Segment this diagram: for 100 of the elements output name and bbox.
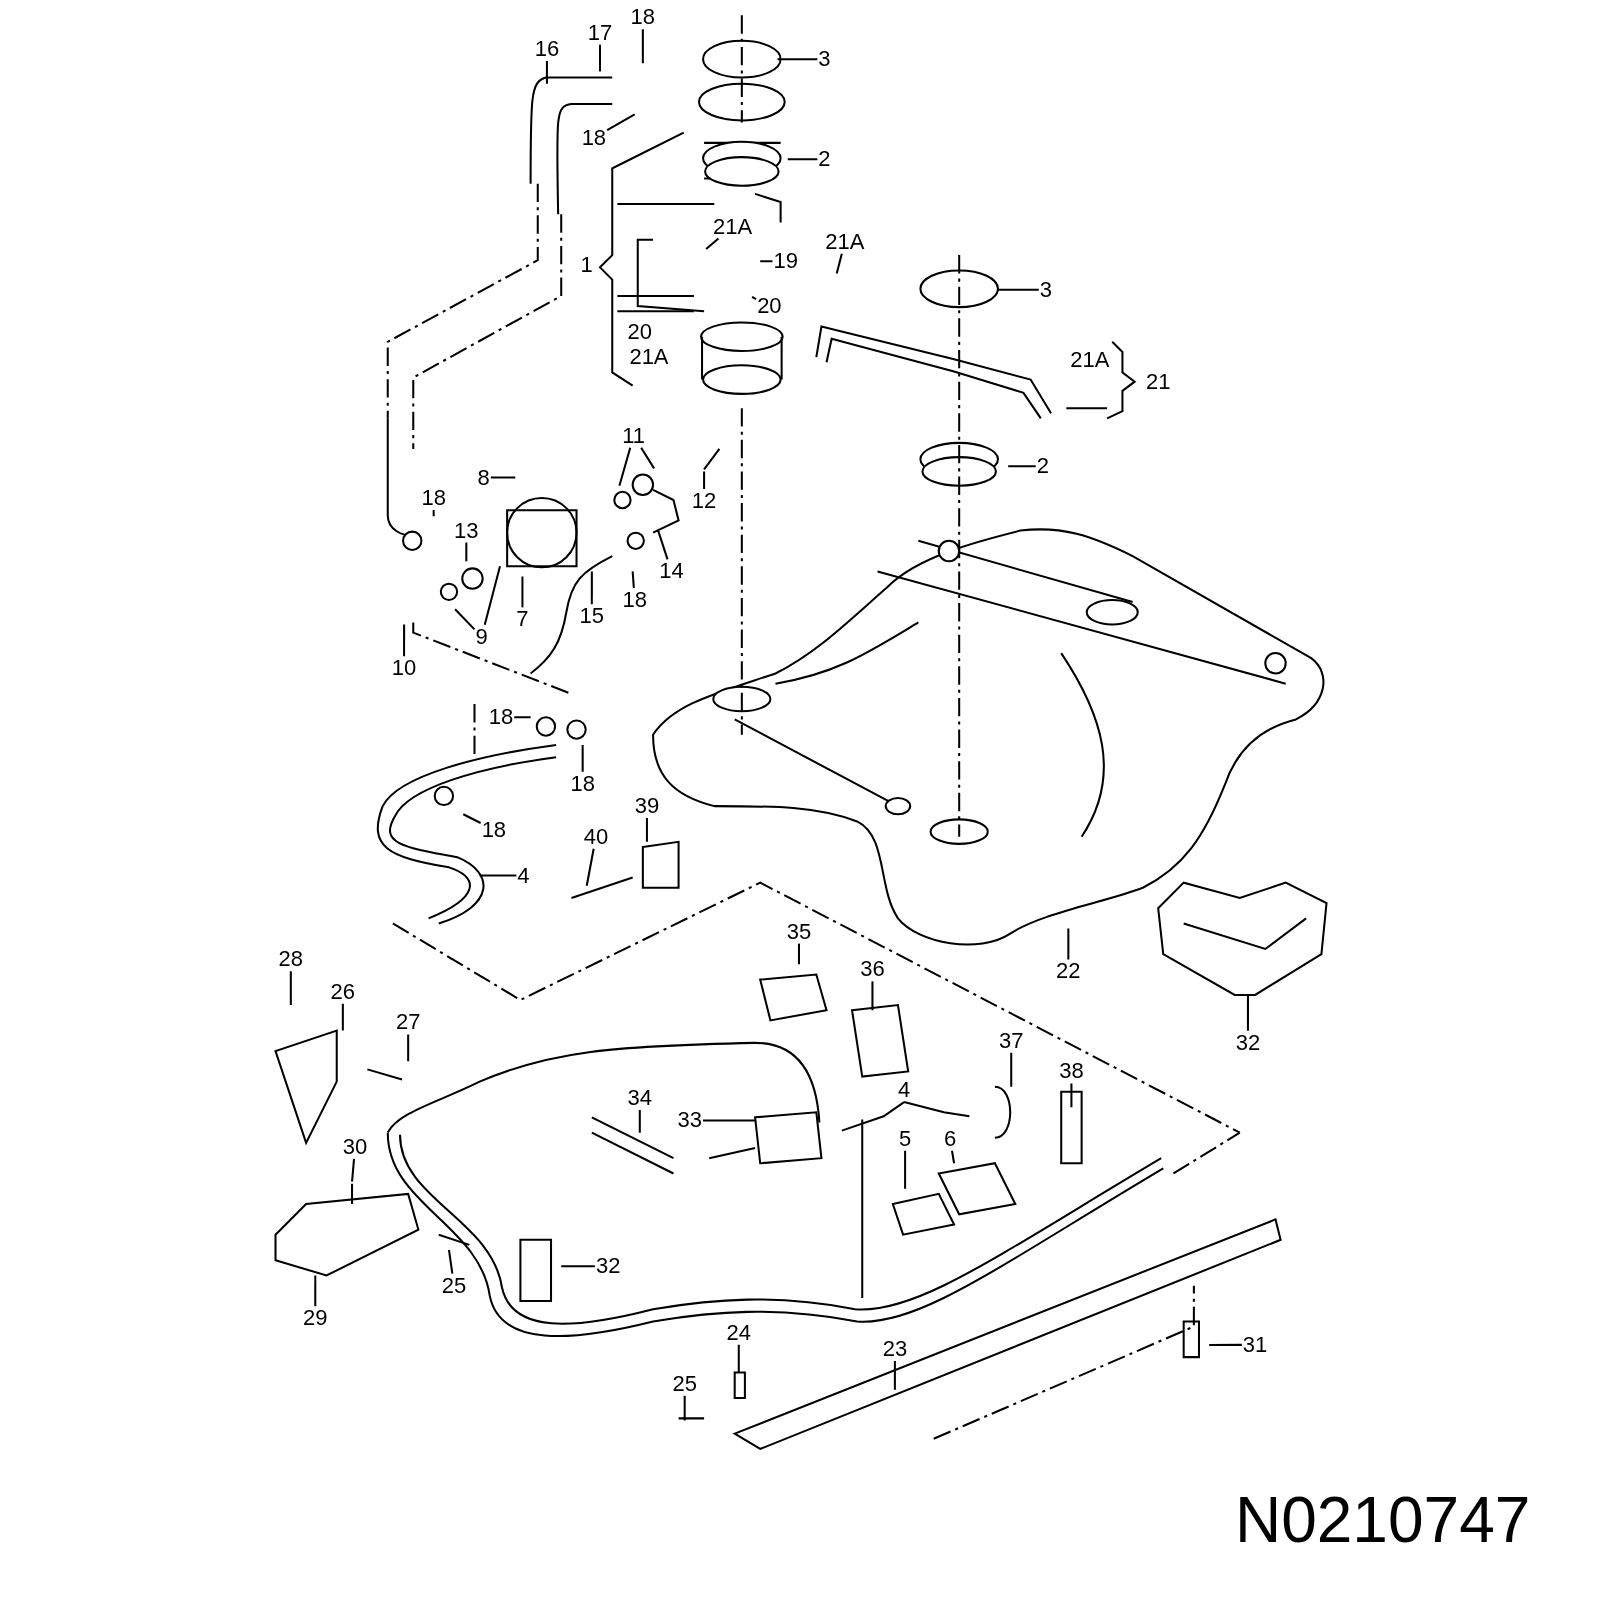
leader-line	[1010, 1052, 1013, 1087]
callout-number: 23	[881, 1336, 909, 1361]
callout-number: 29	[302, 1306, 329, 1331]
callout-number: 21A	[1069, 348, 1111, 373]
callout-number: 34	[626, 1085, 653, 1110]
leader-line	[490, 476, 516, 479]
callout-number: 16	[533, 36, 561, 61]
leader-line	[432, 509, 435, 517]
leader-line	[638, 1109, 641, 1133]
leader-line	[951, 1150, 956, 1164]
callout-number: 25	[671, 1371, 698, 1396]
leader-line	[777, 58, 818, 61]
leader-line	[705, 237, 720, 250]
leader-line	[640, 447, 655, 469]
callout-number: 28	[277, 947, 305, 972]
leader-line	[599, 44, 601, 72]
callout-number: 18	[621, 588, 648, 612]
callout-number: 37	[998, 1028, 1025, 1053]
leader-line	[289, 971, 292, 1006]
leader-line	[871, 981, 874, 1011]
leader-line	[454, 608, 476, 631]
leader-line	[1067, 928, 1070, 960]
callout-number: 40	[582, 824, 610, 849]
callout-number: 31	[1241, 1332, 1269, 1357]
callout-number: 33	[676, 1108, 703, 1133]
callout-number: 27	[394, 1010, 422, 1035]
callout-number: 20	[756, 294, 783, 319]
callout-number: 22	[1055, 959, 1082, 984]
leader-line	[618, 447, 632, 486]
leader-line	[465, 542, 468, 562]
leader-line	[561, 1265, 595, 1268]
leader-line	[797, 943, 800, 965]
leader-line	[835, 253, 843, 274]
leader-line	[751, 296, 757, 300]
leader-line	[760, 260, 773, 263]
leader-line	[997, 288, 1039, 291]
callout-number: 30	[341, 1134, 369, 1159]
callout-number: 19	[772, 249, 799, 274]
callout-number: 39	[633, 794, 661, 819]
callout-number: 32	[594, 1254, 622, 1279]
callout-number: 15	[578, 604, 606, 629]
leader-line	[403, 624, 406, 657]
callout-number: 18	[629, 5, 657, 30]
leader-line	[581, 744, 584, 772]
callout-number: 18	[569, 771, 596, 796]
callout-number: 9	[474, 624, 489, 649]
callout-number: 10	[390, 656, 418, 681]
leader-line	[407, 1034, 410, 1062]
callout-number: 26	[329, 979, 357, 1004]
callout-number: 35	[785, 919, 813, 944]
leader-line	[545, 60, 548, 84]
callout-number: 13	[453, 518, 480, 543]
callout-number: 5	[897, 1126, 913, 1151]
leader-line	[703, 471, 706, 489]
callout-number: 25	[440, 1273, 468, 1298]
callout-number: 18	[487, 705, 515, 730]
leader-line	[1246, 994, 1249, 1031]
leader-line	[447, 1249, 454, 1274]
callout-number: 17	[586, 20, 614, 45]
callout-number: 21A	[628, 345, 670, 370]
leader-line	[351, 1158, 356, 1182]
callout-number: 4	[516, 863, 531, 888]
callout-number: 3	[817, 47, 832, 72]
callout-number: 12	[690, 489, 718, 513]
leader-line	[893, 1360, 896, 1390]
leader-line	[483, 566, 501, 625]
callout-number: 6	[942, 1126, 958, 1151]
callout-number: 18	[480, 817, 508, 842]
callout-number: 8	[476, 465, 491, 490]
leader-line	[314, 1275, 317, 1307]
leader-line	[683, 1395, 686, 1421]
callout-number: 3	[1038, 277, 1054, 302]
leader-line	[631, 571, 635, 589]
leader-line	[1209, 1343, 1242, 1346]
leader-line	[657, 530, 669, 560]
part-number: N0210747	[1233, 1487, 1532, 1554]
leader-line	[590, 571, 593, 605]
callout-number: 11	[621, 423, 647, 448]
callout-number: 20	[626, 319, 653, 344]
callout-number: 7	[515, 607, 530, 632]
callout-number: 2	[1035, 454, 1050, 479]
leader-line	[479, 874, 517, 877]
leader-line	[703, 1119, 756, 1122]
leader-line	[1070, 1083, 1073, 1108]
callout-number: 24	[725, 1320, 752, 1345]
callout-number: 36	[859, 957, 886, 982]
leader-line	[904, 1150, 907, 1189]
leader-line	[737, 1344, 740, 1373]
leader-line	[1008, 465, 1036, 468]
leader-line	[514, 716, 531, 719]
callout-number: 4	[896, 1077, 912, 1102]
leader-line	[341, 1003, 344, 1031]
callout-number: 18	[580, 125, 608, 150]
callout-number: 2	[817, 147, 832, 172]
leader-line	[641, 29, 644, 64]
callout-number: 18	[420, 485, 447, 510]
callout-number: 32	[1234, 1030, 1262, 1055]
callout-number: 21	[1144, 369, 1172, 394]
leader-line	[521, 576, 524, 608]
callout-number: 21A	[824, 229, 866, 254]
